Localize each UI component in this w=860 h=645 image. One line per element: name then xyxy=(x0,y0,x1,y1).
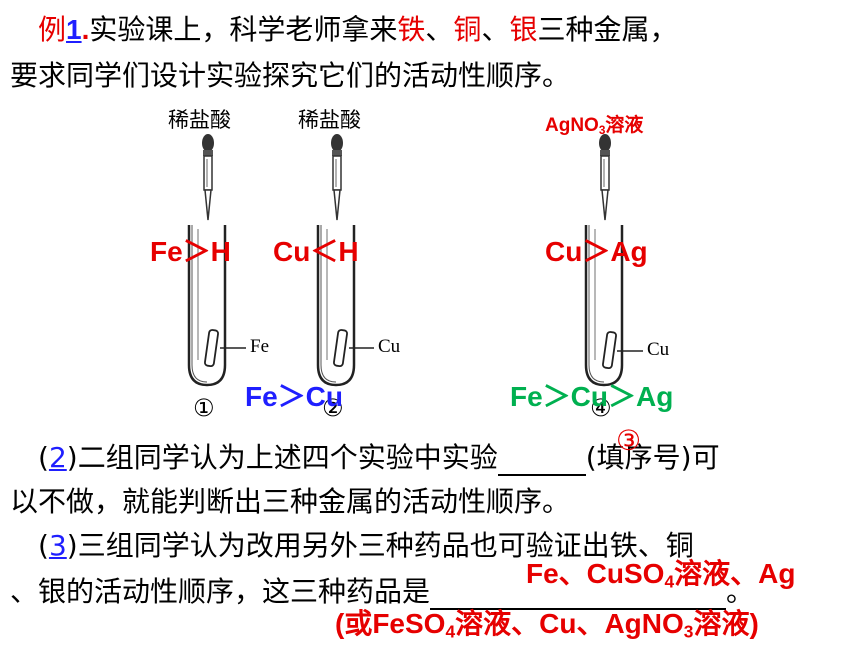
example-number-link[interactable]: 1 xyxy=(66,14,82,45)
question-3-line-2: 、银的活动性顺序，这三种药品是 。 xyxy=(10,570,754,610)
title-line-2: 要求同学们设计实验探究它们的活动性顺序。 xyxy=(10,59,571,92)
reagent-3-subscript: 3 xyxy=(598,123,606,137)
q3-answer-a: Fe、CuSO xyxy=(526,558,665,589)
dropper-2 xyxy=(330,133,344,221)
q2-close-paren: ) xyxy=(66,441,78,474)
q3-open-paren: ( xyxy=(38,529,49,562)
metal-copper: 铜 xyxy=(453,13,482,46)
dropper-1 xyxy=(201,133,215,221)
reagent-3-tail: 溶液 xyxy=(605,115,644,136)
result-fe-h: Fe＞H xyxy=(150,236,231,267)
metal-iron: 铁 xyxy=(397,13,426,46)
question-3-line-1: (3)三组同学认为改用另外三种药品也可验证出铁、铜 xyxy=(38,524,694,564)
tube-1-number: ① xyxy=(193,394,215,422)
q3-text: 三组同学认为改用另外三种药品也可验证出铁、铜 xyxy=(77,529,694,562)
q2-open-paren: ( xyxy=(38,441,49,474)
dropper-4 xyxy=(598,133,612,221)
example-prefix: 例 xyxy=(38,13,67,46)
tube-1-metal: Fe xyxy=(250,336,269,357)
tube-2-metal: Cu xyxy=(378,336,401,357)
reagent-label-1: 稀盐酸 xyxy=(168,108,231,132)
tube-4-number: ④ xyxy=(590,394,612,422)
reagent-label-3: AgNO3溶液 xyxy=(545,110,643,137)
title-line-1: 例1.实验课上，科学老师拿来铁、铜、银三种金属， xyxy=(38,8,677,48)
q3-answer-b-subscript: 4 xyxy=(445,621,456,642)
question-2-line-1: (2)二组同学认为上述四个实验中实验 (填序号)可 xyxy=(38,436,720,476)
question-2-line-2: 以不做，就能判断出三种金属的活动性顺序。 xyxy=(10,485,571,518)
q3-answer-b-subscript-2: 3 xyxy=(683,621,694,642)
result-fe-cu: Fe＞Cu xyxy=(245,381,344,412)
q3-answer-blank xyxy=(430,578,727,610)
q3-answer-b-middle: 溶液、Cu、AgNO xyxy=(455,608,684,639)
separator-1: 、 xyxy=(425,13,454,46)
q3-answer-primary: Fe、CuSO4溶液、Ag xyxy=(526,552,795,592)
result-cu-ag: Cu＞Ag xyxy=(545,236,648,267)
q2-text: 二组同学认为上述四个实验中实验 xyxy=(77,441,498,474)
tube-4-metal: Cu xyxy=(647,339,670,360)
metal-silver: 银 xyxy=(509,13,538,46)
q3-close-paren: ) xyxy=(66,529,78,562)
q2-answer-blank xyxy=(497,444,586,476)
q3-period: 。 xyxy=(726,575,755,608)
q3-answer-a-subscript: 4 xyxy=(664,571,675,592)
title-text-1: 实验课上，科学老师拿来 xyxy=(89,13,398,46)
q3-answer-b-tail: 溶液) xyxy=(693,608,759,639)
reagent-3-formula: AgNO xyxy=(545,115,599,136)
q3-number-link[interactable]: 3 xyxy=(48,529,67,562)
q3-answer-a-tail: 溶液、Ag xyxy=(674,558,796,589)
title-text-2: 三种金属， xyxy=(537,13,678,46)
reagent-label-2: 稀盐酸 xyxy=(298,108,361,132)
result-fe-cu-ag: Fe＞Cu＞Ag xyxy=(510,381,674,412)
result-cu-h: Cu＜H xyxy=(273,236,359,267)
q2-text-2: (填序号)可 xyxy=(585,441,720,474)
separator-2: 、 xyxy=(481,13,510,46)
q2-answer: ③ xyxy=(616,424,642,457)
q3-answer-b-prefix: (或FeSO xyxy=(335,608,446,639)
q2-number-link[interactable]: 2 xyxy=(48,441,67,474)
q3-text-2: 、银的活动性顺序，这三种药品是 xyxy=(10,575,431,608)
tube-2-number: ② xyxy=(322,394,344,422)
q3-answer-alternative: (或FeSO4溶液、Cu、AgNO3溶液) xyxy=(335,602,759,642)
example-dot: . xyxy=(81,14,90,45)
